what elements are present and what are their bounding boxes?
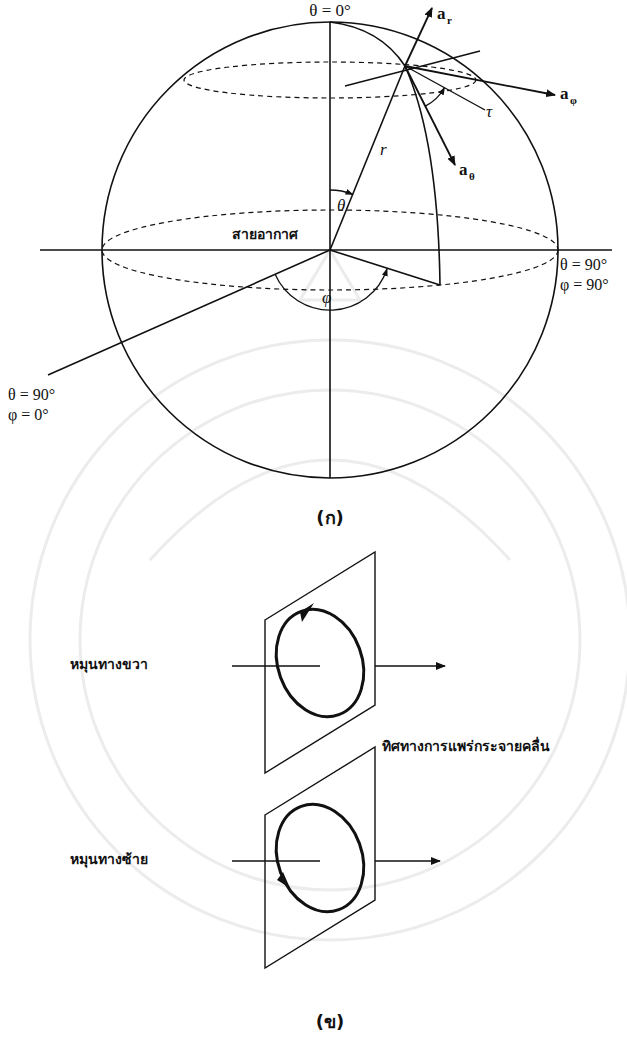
propagation-label: ทิศทางการแพร่กระจายคลื่น — [382, 738, 550, 754]
figure-label: (ก) — [316, 508, 343, 529]
vector-label: a — [459, 160, 468, 180]
polarization-planes — [265, 552, 375, 968]
rotation-label: หมุนทางขวา — [70, 656, 148, 672]
antenna-label: สายอากาศ — [232, 226, 298, 242]
vector-label: a — [560, 84, 569, 104]
propagation-axes — [232, 666, 445, 861]
angle-label: τ — [486, 102, 492, 122]
angle-arcs — [275, 88, 444, 310]
axis-label: θ = 90° — [8, 386, 55, 404]
watermark — [30, 250, 627, 940]
vector-label: a — [437, 4, 446, 24]
vector-subscript: r — [447, 14, 452, 27]
axis-label: θ = 0° — [309, 1, 351, 21]
vector-subscript: θ — [469, 170, 475, 183]
sphere — [40, 22, 612, 478]
polarization-ellipses — [262, 597, 379, 924]
axis-label: φ = 90° — [560, 276, 609, 294]
axis-label: θ = 90° — [560, 256, 607, 274]
angle-label: θ — [337, 196, 345, 216]
rotation-label: หมุนทางซ้าย — [70, 851, 148, 867]
unit-vectors — [345, 8, 555, 165]
rotation-arrows — [277, 603, 314, 888]
vector-subscript: φ — [570, 94, 577, 107]
radius-label: r — [380, 140, 387, 160]
figure-label: (ข) — [316, 1012, 344, 1033]
angle-label: φ — [322, 288, 331, 308]
axis-label: φ = 0° — [8, 406, 49, 424]
